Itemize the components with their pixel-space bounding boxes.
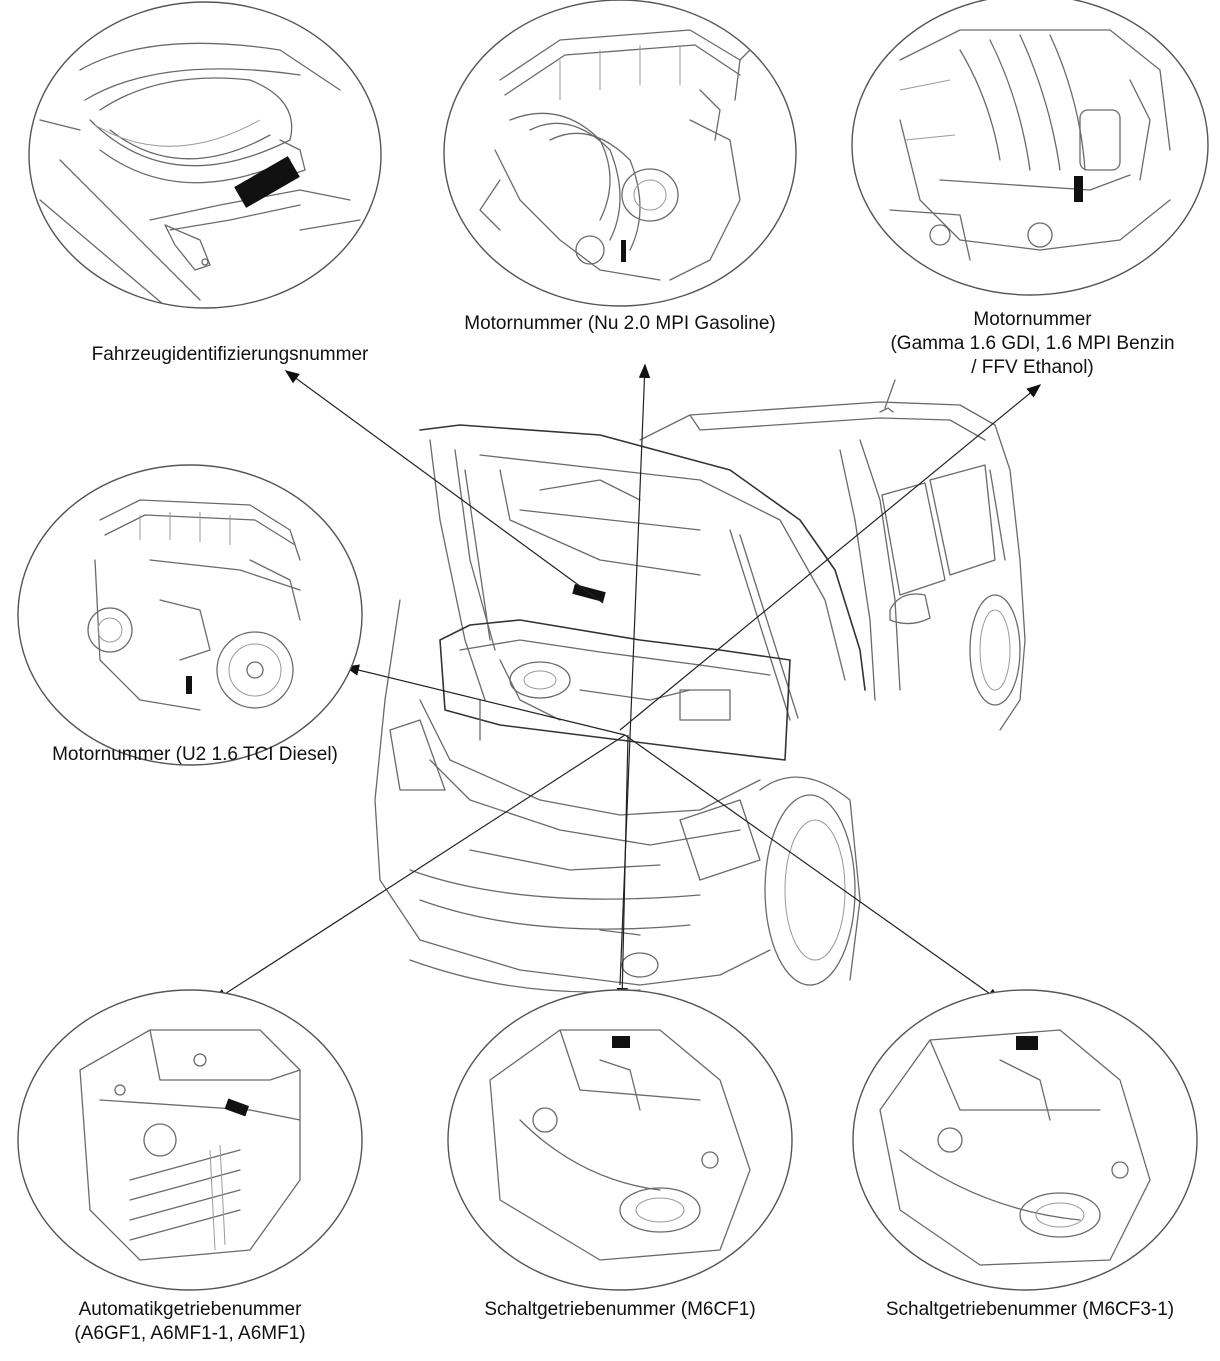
vin-label: Fahrzeugidentifizierungsnummer bbox=[60, 343, 400, 367]
gamma-engine-label-line3: / FFV Ethanol) bbox=[855, 356, 1210, 380]
u2-engine-label: Motornummer (U2 1.6 TCI Diesel) bbox=[20, 743, 370, 767]
u2-engine-circle bbox=[18, 465, 362, 765]
arrow-gamma-engine bbox=[620, 385, 1040, 730]
car-illustration bbox=[375, 380, 1025, 992]
arrow-u2-engine bbox=[346, 667, 625, 735]
nu-engine-circle bbox=[444, 0, 796, 306]
m6cf3-label: Schaltgetriebenummer (M6CF3-1) bbox=[845, 1298, 1215, 1322]
gamma-engine-label-line1: Motornummer bbox=[855, 308, 1210, 332]
m6cf3-circle bbox=[853, 990, 1197, 1290]
arrow-m6cf1 bbox=[622, 735, 628, 1001]
m6cf1-circle bbox=[448, 990, 792, 1290]
auto-trans-label-line1: Automatikgetriebenummer bbox=[20, 1298, 360, 1322]
gamma-engine-label-line2: (Gamma 1.6 GDI, 1.6 MPI Benzin bbox=[855, 332, 1210, 356]
arrow-m6cf3 bbox=[625, 735, 1000, 1001]
auto-trans-circle bbox=[18, 990, 362, 1290]
m6cf1-label: Schaltgetriebenummer (M6CF1) bbox=[440, 1298, 800, 1322]
arrow-auto-trans bbox=[214, 735, 625, 1001]
nu-engine-label: Motornummer (Nu 2.0 MPI Gasoline) bbox=[410, 312, 830, 336]
auto-trans-label-line2: (A6GF1, A6MF1-1, A6MF1) bbox=[20, 1322, 360, 1346]
vin-detail-circle bbox=[29, 2, 381, 310]
arrow-nu-engine bbox=[620, 365, 645, 985]
gamma-engine-circle bbox=[852, 0, 1208, 295]
gamma-engine-label: Motornummer (Gamma 1.6 GDI, 1.6 MPI Benz… bbox=[855, 308, 1210, 380]
auto-trans-label: Automatikgetriebenummer (A6GF1, A6MF1-1,… bbox=[20, 1298, 360, 1346]
